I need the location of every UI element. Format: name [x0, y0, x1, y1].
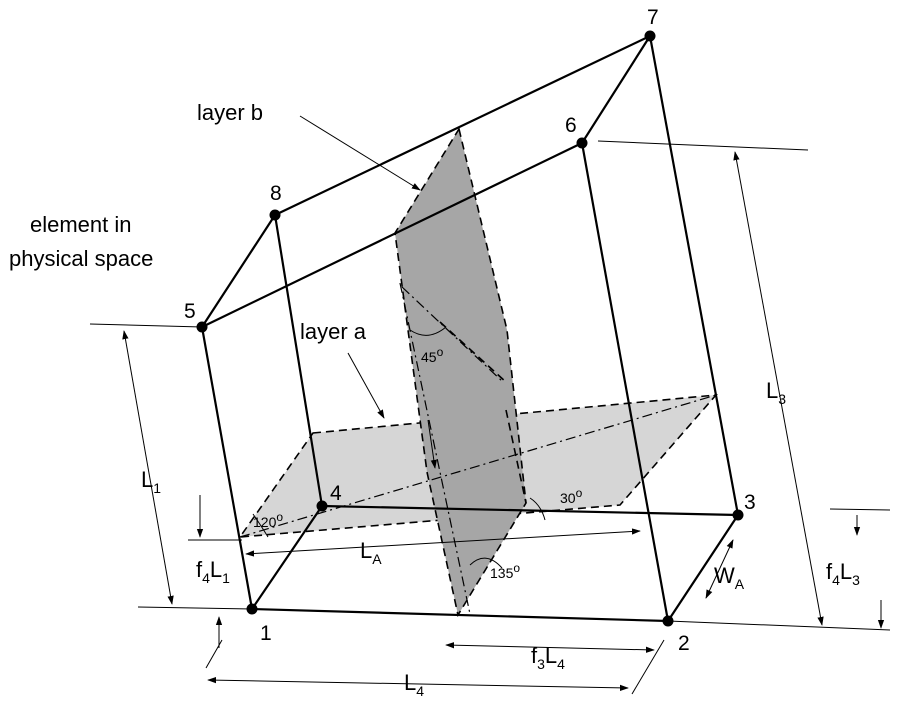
- dim-f4L1-label: f4L1: [196, 557, 230, 586]
- angle-120-label: 120o: [253, 510, 283, 530]
- angle-arc-45: [409, 326, 447, 336]
- element-label-line1: element in: [30, 212, 132, 237]
- dim-L1-label: L1: [141, 467, 161, 496]
- layer-b-axis-line: [399, 282, 471, 615]
- layer-b-label: layer b: [197, 100, 263, 125]
- dimension-arrows: [122, 151, 885, 691]
- layer-intersection-line: [505, 409, 527, 504]
- layer-b-down-arrow: [427, 419, 437, 469]
- node-label-1: 1: [260, 622, 272, 645]
- dim-f4L3-label: f4L3: [826, 559, 860, 588]
- angle-45-label: 45o: [421, 345, 444, 365]
- layer-b-inner-dash: [439, 321, 508, 384]
- dim-L4-label: L4: [404, 670, 424, 699]
- dim-f3L4-label: f3L4: [531, 643, 565, 672]
- layer-b-leader: [299, 115, 421, 191]
- layer-a-axis-line: [239, 394, 717, 538]
- layer-a-label: layer a: [300, 319, 367, 344]
- node-label-4: 4: [330, 482, 342, 505]
- dim-LA-label: LA: [360, 538, 382, 567]
- node-label-8: 8: [270, 182, 282, 205]
- dim-L3-label: L3: [766, 378, 786, 407]
- node-label-7: 7: [647, 6, 659, 29]
- angle-30-label: 30o: [560, 486, 583, 506]
- angle-arc-135: [469, 557, 503, 569]
- angle-arc-120: [252, 513, 269, 538]
- node-label-3: 3: [744, 491, 756, 514]
- node-label-2: 2: [678, 632, 690, 655]
- element-label-line2: physical space: [9, 246, 153, 271]
- node-label-5: 5: [184, 300, 196, 323]
- node-label-6: 6: [565, 114, 577, 137]
- node-dots: [196, 30, 744, 627]
- dim-WA-label: WA: [714, 563, 745, 592]
- layer-b-diagonal: [401, 286, 504, 383]
- layer-a-leader: [347, 352, 385, 419]
- angle-arc-30: [529, 497, 546, 521]
- element-edges: [200, 34, 740, 623]
- angle-135-label: 135o: [490, 561, 520, 581]
